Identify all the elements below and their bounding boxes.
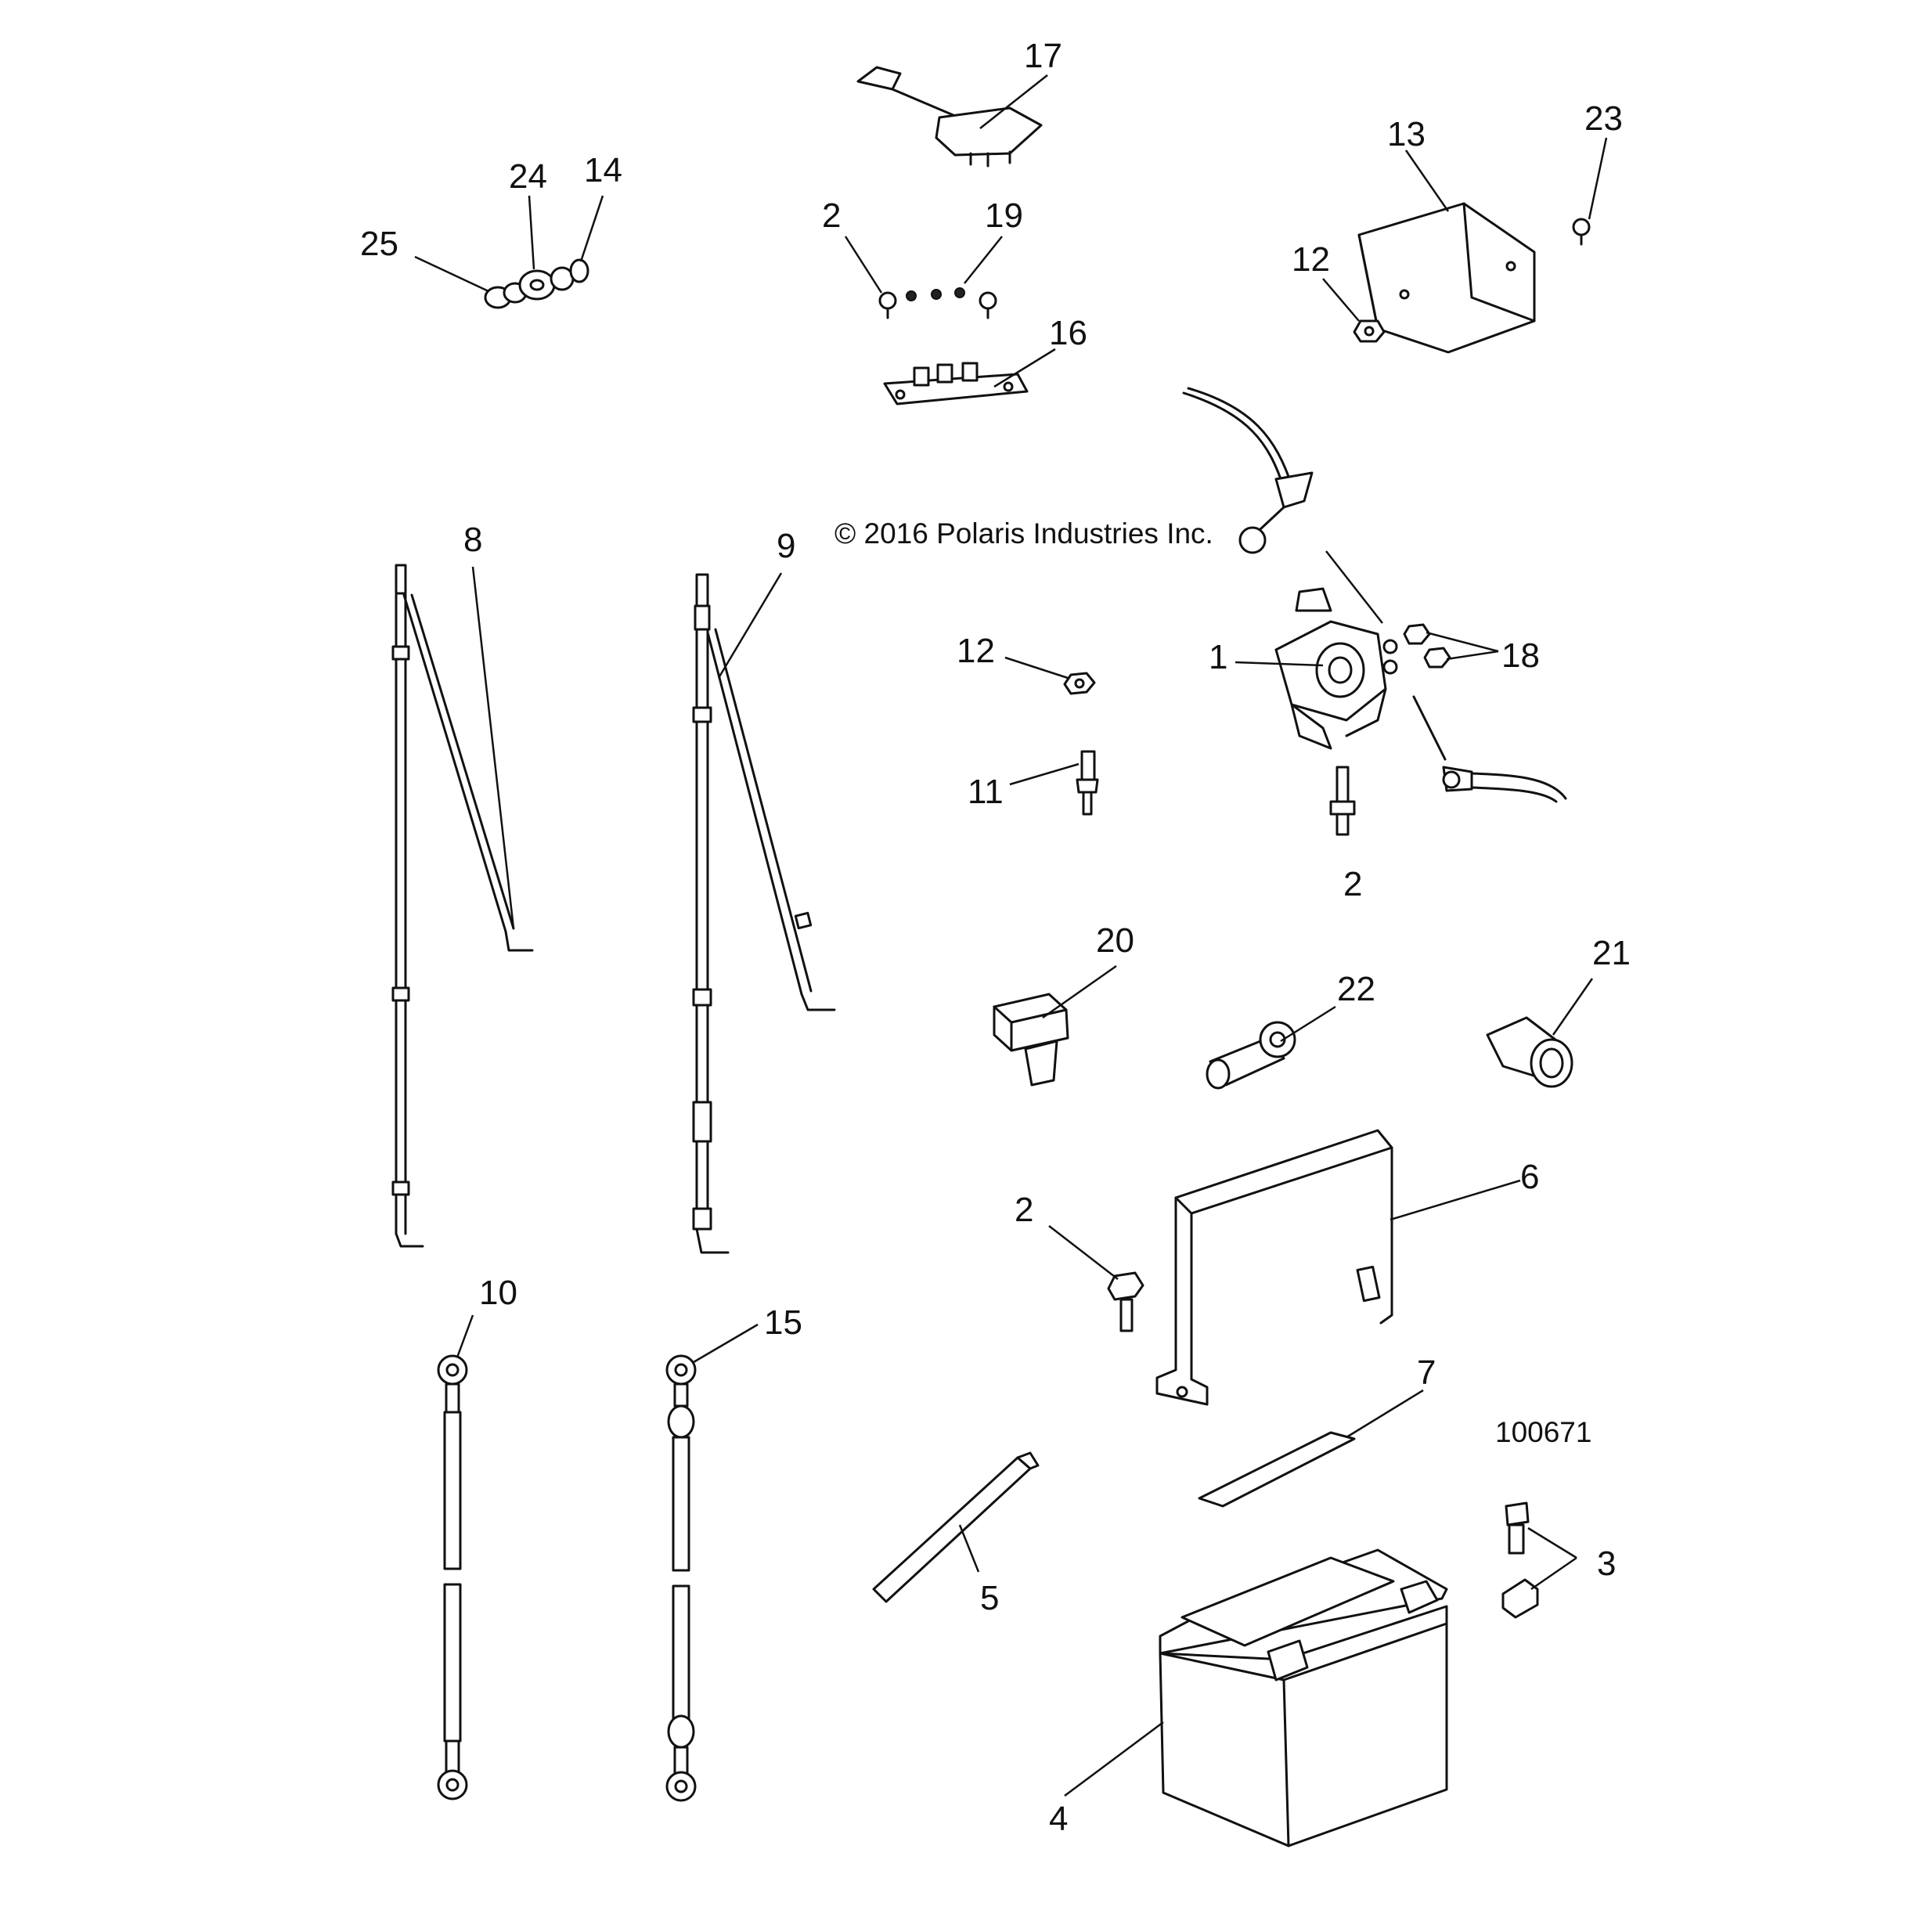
copyright-text: © 2016 Polaris Industries Inc. [834, 517, 1213, 550]
positive-cable-15 [665, 1354, 697, 1802]
callout-16: 16 [1049, 314, 1087, 352]
small-screw-23 [1572, 218, 1591, 246]
bracket-bolt [1107, 1271, 1144, 1332]
callout-7: 7 [1417, 1353, 1436, 1392]
callout-22: 22 [1337, 970, 1375, 1008]
callout-12: 12 [1292, 240, 1330, 279]
callout-6: 6 [1520, 1158, 1539, 1196]
callout-2-solenoid: 2 [1343, 865, 1362, 903]
callout-4: 4 [1049, 1800, 1068, 1838]
starter-solenoid [1274, 587, 1398, 750]
stud-11 [1076, 750, 1099, 816]
battery [1159, 1548, 1448, 1847]
callout-24: 24 [509, 157, 547, 196]
hex-nut-upper [1353, 319, 1386, 343]
callout-11: 11 [968, 773, 1004, 811]
callout-25: 25 [360, 225, 398, 263]
ground-cable-10 [437, 1354, 468, 1800]
callout-23: 23 [1584, 99, 1623, 138]
callout-21: 21 [1592, 934, 1631, 972]
terminal-nuts [1403, 623, 1451, 669]
callout-8: 8 [463, 521, 482, 559]
callout-2: 2 [822, 196, 841, 235]
battery-pad [1198, 1431, 1356, 1508]
terminal-boot-21 [1486, 1016, 1573, 1088]
callout-15: 15 [764, 1303, 802, 1342]
callout-20: 20 [1096, 921, 1134, 960]
terminal-cover-with-strap [856, 66, 1043, 168]
callout-10: 10 [479, 1274, 517, 1312]
lower-battery-cable [1412, 695, 1567, 803]
battery-strap [872, 1451, 1040, 1603]
cable-assembly-8 [391, 564, 534, 1248]
upper-battery-cable [1182, 387, 1314, 554]
battery-hold-down-bracket [1155, 1129, 1393, 1406]
relay-cover [1357, 202, 1536, 354]
bolt-near-solenoid [1329, 766, 1356, 836]
callout-2-bracket: 2 [1015, 1191, 1033, 1229]
callout-numbers: 17 2 19 16 13 23 12 25 24 14 8 9 1 18 12… [360, 37, 1631, 1838]
terminal-block [883, 362, 1029, 406]
callout-13: 13 [1387, 115, 1426, 153]
washer-grommet-group [484, 258, 589, 309]
callout-18: 18 [1501, 636, 1540, 675]
hex-nut-lower [1063, 672, 1096, 695]
callout-19: 19 [985, 196, 1023, 235]
figure-id: 100671 [1495, 1416, 1591, 1448]
callout-1: 1 [1209, 638, 1227, 676]
screw-and-nut-row [878, 287, 997, 319]
cable-assembly-9 [692, 573, 836, 1254]
callout-3: 3 [1597, 1545, 1616, 1583]
terminal-bolt-and-nut [1501, 1501, 1539, 1619]
callout-14: 14 [584, 151, 622, 189]
callout-17: 17 [1024, 37, 1062, 75]
callout-12-lower: 12 [957, 632, 995, 670]
callout-5: 5 [980, 1579, 999, 1617]
callout-9: 9 [777, 527, 795, 565]
leader-lines [414, 74, 1608, 1797]
terminal-boot-22 [1206, 1021, 1296, 1090]
